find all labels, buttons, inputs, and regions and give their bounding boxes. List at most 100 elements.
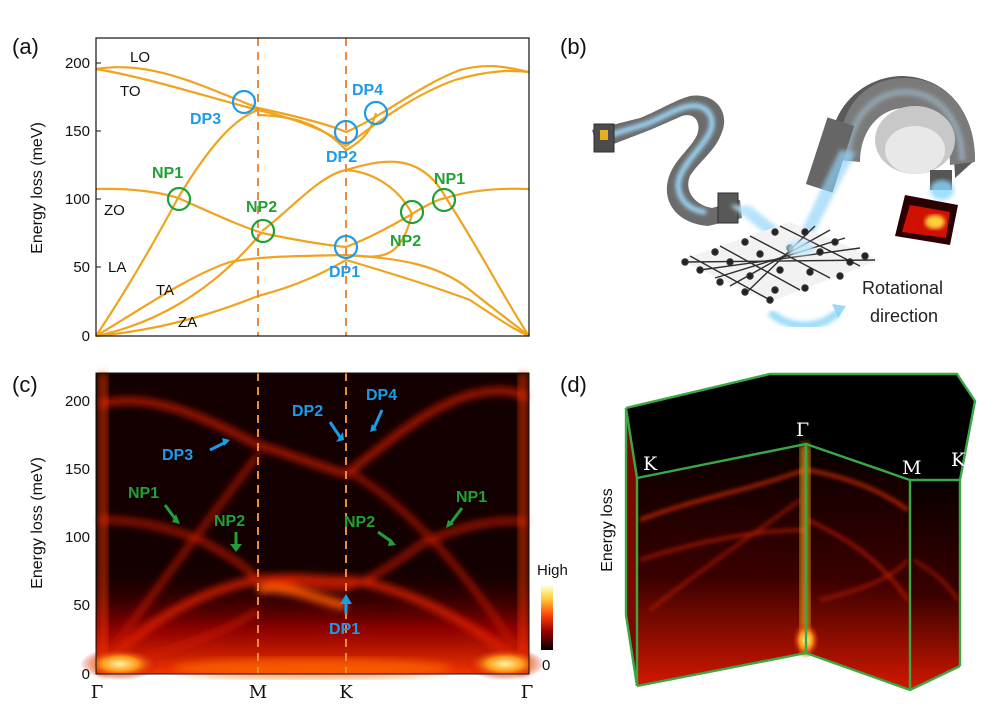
panel-d: (d) Energy loss [560, 372, 977, 692]
panel-a-yticks: 0 50 100 150 200 [65, 55, 90, 345]
c-ytick-150: 150 [65, 461, 90, 478]
panel-c-arrow-labels: DP2 DP4 DP3 DP1 NP1 NP2 NP2 NP1 [128, 387, 487, 638]
colorbar-high-label: High [537, 562, 568, 579]
c-xtick-M: M [249, 682, 267, 703]
branch-LO: LO [130, 49, 150, 66]
branch-TO: TO [120, 83, 141, 100]
rotational-label-line2: direction [870, 306, 938, 326]
rotation-arrowhead [832, 304, 846, 318]
panel-c-xticks: Γ M K Γ [91, 682, 534, 703]
panel-c-label: (c) [12, 372, 38, 397]
panel-d-bands [639, 468, 960, 612]
panel-a-dispersion-curves [95, 64, 530, 338]
panel-d-corner-labels: K Γ M K [643, 419, 966, 479]
arrow-NP1-left [163, 504, 178, 521]
panel-d-label: (d) [560, 372, 587, 397]
panel-a-frame [95, 37, 530, 337]
analyzer-illustration [805, 76, 975, 245]
rotation-arrow [767, 308, 841, 330]
panel-a-branch-labels: LO TO ZO LA TA ZA [104, 49, 197, 331]
c-xtick-gamma-left: Γ [91, 682, 104, 703]
cube-edges [624, 372, 977, 692]
c-ytick-0: 0 [82, 666, 90, 683]
ytick-0: 0 [82, 328, 90, 345]
colorbar-low-label: 0 [542, 657, 550, 674]
colorbar [541, 585, 553, 650]
branch-LA: LA [108, 259, 126, 276]
panel-c-ylabel: Energy loss (meV) [29, 457, 46, 589]
c-label-DP2: DP2 [292, 403, 323, 420]
cube-top-face [626, 374, 975, 480]
circle-NP2-right [399, 199, 425, 225]
cube-far-face [910, 480, 960, 690]
ytick-100: 100 [65, 191, 90, 208]
beam-spot [786, 240, 814, 256]
label-NP2-right: NP2 [390, 233, 421, 250]
label-NP1-left: NP1 [152, 165, 183, 182]
branch-ZO: ZO [104, 202, 125, 219]
cube-right-face [806, 444, 910, 690]
panel-c-yticks: 0 50 100 150 200 [65, 393, 90, 683]
circle-NP2-left [250, 218, 276, 244]
panel-c: (c) Energy loss (meV) 0 50 100 [12, 372, 568, 703]
circle-DP2 [333, 119, 359, 145]
heatmap-floor-band [172, 658, 452, 678]
graphene-lattice [680, 222, 880, 304]
c-label-NP2-left: NP2 [214, 513, 245, 530]
arrow-DP3 [209, 440, 227, 452]
panel-a-point-labels: DP3 DP4 DP2 DP1 NP1 NP2 NP2 NP1 [152, 82, 465, 281]
d-corner-K-left: K [643, 453, 658, 475]
panel-a-tick-marks [96, 62, 101, 337]
label-DP3: DP3 [190, 111, 221, 128]
heatmap-hotspot-left [80, 648, 160, 680]
heatmap-bands [97, 387, 529, 671]
arrow-DP2 [328, 421, 342, 438]
cube-left-side [626, 408, 637, 686]
arrow-DP4 [372, 409, 384, 429]
c-label-DP3: DP3 [162, 447, 193, 464]
monochromator-illustration [592, 95, 742, 226]
panel-a-ylabel: Energy loss (meV) [29, 122, 46, 254]
label-NP1-right: NP1 [434, 171, 465, 188]
c-ytick-100: 100 [65, 529, 90, 546]
circle-DP1 [333, 234, 359, 260]
ytick-50: 50 [73, 259, 90, 276]
panel-a-label: (a) [12, 34, 39, 59]
panel-c-arrowheads [172, 424, 454, 604]
panel-a-dashed-lines [257, 38, 347, 336]
ytick-200: 200 [65, 55, 90, 72]
panel-d-ylabel: Energy loss [599, 488, 616, 572]
label-DP1: DP1 [329, 264, 360, 281]
panel-b-label: (b) [560, 34, 587, 59]
circle-NP1-right [431, 187, 457, 213]
panel-a: (a) Energy loss (meV) 0 50 100 150 200 [12, 34, 530, 345]
circle-NP1-left [166, 186, 192, 212]
c-label-NP1-left: NP1 [128, 485, 159, 502]
label-DP4: DP4 [352, 82, 383, 99]
label-NP2-left: NP2 [246, 199, 277, 216]
d-corner-K-right: K [951, 449, 966, 471]
label-DP2: DP2 [326, 149, 357, 166]
d-corner-gamma: Γ [796, 419, 809, 441]
ytick-150: 150 [65, 123, 90, 140]
c-xtick-K: K [339, 682, 353, 703]
heatmap-right-edge [518, 373, 528, 674]
circle-DP3 [231, 89, 257, 115]
heatmap-left-edge [98, 373, 108, 674]
c-label-DP1: DP1 [329, 621, 360, 638]
c-label-NP1-right: NP1 [456, 489, 487, 506]
branch-ZA: ZA [178, 314, 197, 331]
c-label-NP2-right: NP2 [344, 514, 375, 531]
rotational-label-line1: Rotational [862, 278, 943, 298]
c-label-DP4: DP4 [366, 387, 397, 404]
branch-TA: TA [156, 282, 174, 299]
panel-a-point-circles [166, 89, 457, 260]
heatmap-hotspot-right [465, 648, 545, 680]
panel-b: (b) [560, 34, 975, 330]
c-ytick-200: 200 [65, 393, 90, 410]
cube-left-face [637, 444, 806, 686]
arrow-NP1-right [448, 507, 464, 525]
panel-c-frame [95, 372, 530, 675]
c-xtick-gamma-right: Γ [521, 682, 534, 703]
circle-DP4 [363, 100, 389, 126]
